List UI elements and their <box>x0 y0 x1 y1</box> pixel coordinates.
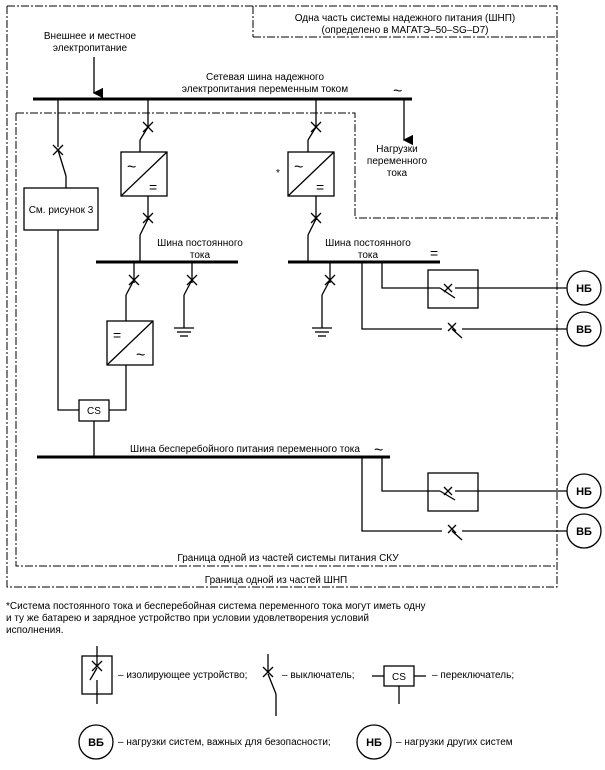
legend-vb-text: – нагрузки систем, важных для безопаснос… <box>118 736 331 748</box>
breaker-left-feed <box>52 99 67 188</box>
shnp-boundary <box>6 5 558 588</box>
dc-bus-right-label-2: тока <box>358 250 379 261</box>
rectifier-2-asterisk: * <box>276 168 280 179</box>
legend-nb-circle <box>356 724 392 760</box>
legend-isolator-text: – изолирующее устройство; <box>118 670 247 681</box>
ups-bus-symbol: ~ <box>374 442 383 459</box>
dc-bus-right-label-1: Шина постоянного <box>325 238 411 249</box>
ups-nb-feed <box>381 457 567 501</box>
ups-vb-feed <box>361 457 567 541</box>
dc-vb-circle <box>566 311 602 347</box>
footnote: *Система постоянного тока и бесперебойна… <box>6 601 426 636</box>
dc-bus-left-label-1: Шина постоянного <box>157 238 243 249</box>
legend-switch-box <box>383 665 415 687</box>
inverter <box>106 320 154 366</box>
legend-nb-text: – нагрузки других систем <box>396 737 513 748</box>
dc-nb-circle <box>566 270 602 306</box>
legend-switch-symbol <box>372 675 426 704</box>
ac-bus-label-2: электропитания переменным током <box>182 84 348 95</box>
rectifier-2-dc-symbol: = <box>316 179 324 195</box>
breaker-charger-2-top <box>307 99 322 152</box>
dc-vb-label: ВБ <box>576 324 592 336</box>
ups-vb-label: ВБ <box>576 526 592 538</box>
inverter-ac-symbol: ~ <box>136 347 145 364</box>
battery-breaker-right <box>321 262 336 328</box>
legend-nb-label: НБ <box>366 737 382 749</box>
rectifier-2-ac-symbol: ~ <box>294 159 303 176</box>
battery-breaker-left <box>183 262 198 328</box>
inverter-dc-symbol: = <box>113 327 121 343</box>
ground-right <box>312 327 332 337</box>
rectifier-1-ac-symbol: ~ <box>127 159 136 176</box>
breaker-charger-1-bottom <box>139 196 154 261</box>
nps-title-line1: Одна часть системы надежного питания (ШН… <box>295 13 516 24</box>
shnp-boundary-label: Граница одной из частей ШНП <box>205 575 347 586</box>
dc-nb-label: НБ <box>576 283 592 295</box>
cs-switch-label: CS <box>87 406 101 417</box>
external-supply-label-2: электропитание <box>53 43 128 54</box>
see-figure-box <box>23 187 99 231</box>
nps-title-line2: (определено в МАГАТЭ–50–SG–D7) <box>322 25 489 36</box>
ac-loads-label-3: тока <box>387 168 408 179</box>
legend-switch-box-label: CS <box>392 672 406 683</box>
ac-bus-symbol: ~ <box>393 83 402 100</box>
ac-loads-label-2: переменного <box>367 156 428 167</box>
legend-switch-text: – переключатель; <box>432 670 514 681</box>
sku-boundary-label: Граница одной из частей системы питания … <box>177 553 399 564</box>
rectifier-1-dc-symbol: = <box>149 179 157 195</box>
external-supply-label-1: Внешнее и местное <box>44 31 137 42</box>
dc-bus-right-symbol: = <box>430 245 438 261</box>
legend-breaker-text: – выключатель; <box>282 670 355 681</box>
ups-nb-label: НБ <box>576 486 592 498</box>
dc-nb-feed <box>381 262 567 299</box>
see-figure-label: См. рисунок 3 <box>29 205 94 216</box>
ac-loads-label-1: Нагрузки <box>376 144 417 155</box>
ups-nb-circle <box>566 473 602 509</box>
ground-left <box>174 327 194 337</box>
dc-vb-feed <box>361 262 567 339</box>
ac-bus-label-1: Сетевая шина надежного <box>206 72 324 83</box>
ups-vb-circle <box>566 513 602 549</box>
legend-vb-circle <box>78 724 114 760</box>
legend-isolator-symbol <box>81 646 113 704</box>
ups-bus-label: Шина бесперебойного питания переменного … <box>130 443 360 455</box>
cs-wiring <box>57 230 127 457</box>
breaker-charger-1-top <box>139 99 154 152</box>
legend-breaker-symbol <box>262 654 277 716</box>
dc-bus-left-label-2: тока <box>190 250 211 261</box>
ups-nb-isolator <box>427 472 479 512</box>
rectifier-1 <box>120 151 168 197</box>
breaker-charger-2-bottom <box>307 196 322 261</box>
dc-nb-isolator <box>427 269 479 309</box>
breaker-inverter-feed <box>125 262 140 321</box>
cs-switch <box>78 399 110 422</box>
legend-vb-label: ВБ <box>88 737 104 749</box>
rectifier-2 <box>287 151 335 197</box>
sku-boundary <box>15 112 557 567</box>
